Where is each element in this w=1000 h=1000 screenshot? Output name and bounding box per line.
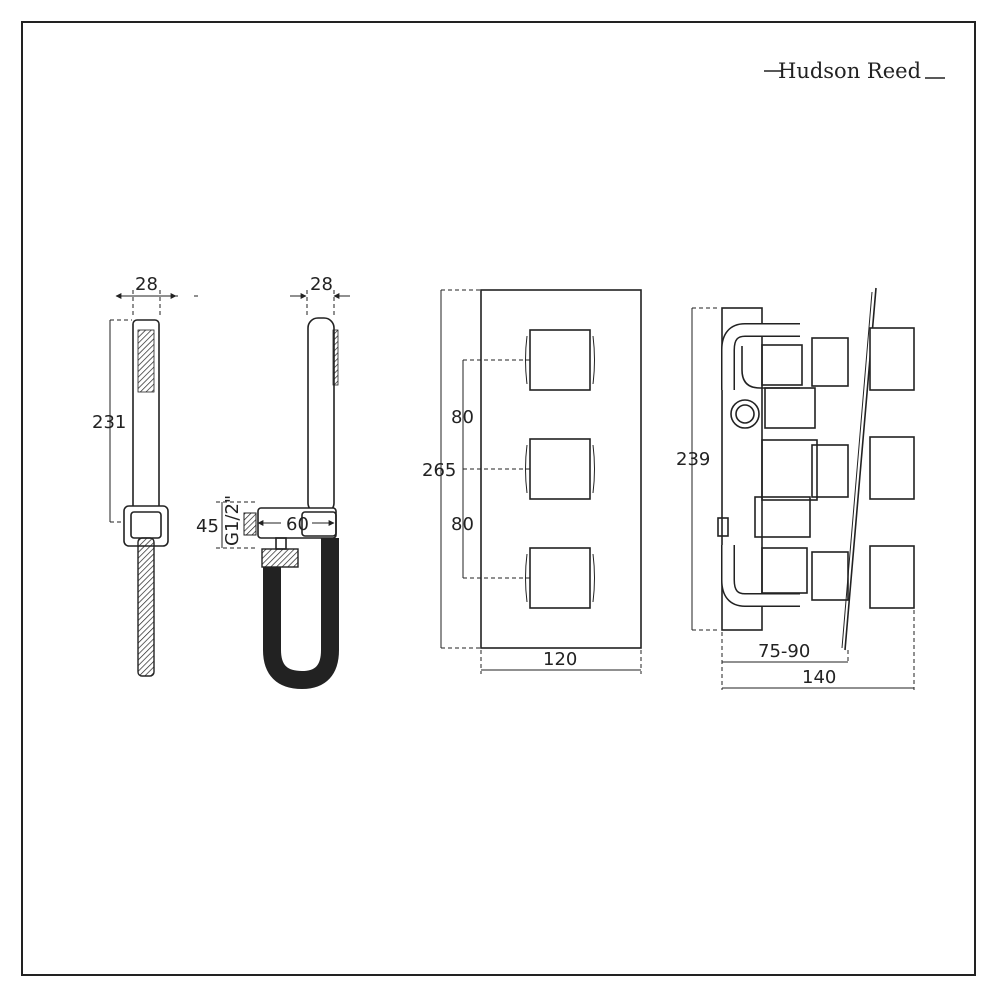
handset-width-label: 28 bbox=[135, 274, 158, 295]
control-knob-bottom bbox=[525, 547, 595, 609]
valve-spacing-bottom-label: 80 bbox=[451, 514, 474, 535]
outlet-length-label: 60 bbox=[286, 514, 309, 535]
valve-side-view: 239 75-90 140 bbox=[676, 287, 915, 690]
valve-front-view: 265 80 80 120 bbox=[422, 289, 642, 674]
handset-length-label: 231 bbox=[92, 412, 126, 433]
brand-logo: Hudson Reed bbox=[764, 59, 945, 83]
control-knob-middle bbox=[525, 438, 595, 500]
brand-name: Hudson Reed bbox=[778, 59, 921, 83]
drawing-frame bbox=[21, 21, 976, 976]
outlet-height-label: 45 bbox=[196, 516, 219, 537]
plate-width-label: 120 bbox=[543, 649, 577, 670]
valve-spacing-top-label: 80 bbox=[451, 407, 474, 428]
body-height-label: 239 bbox=[676, 449, 710, 470]
plate-height-label: 265 bbox=[422, 460, 456, 481]
total-depth-label: 140 bbox=[802, 667, 836, 688]
handset-front-view: 28 231 bbox=[92, 274, 198, 677]
control-knob-top bbox=[525, 329, 595, 391]
handset-side-view: 28 45 G1/2" 60 bbox=[196, 274, 350, 690]
depth-range-label: 75-90 bbox=[758, 641, 810, 662]
handset-side-width-label: 28 bbox=[310, 274, 333, 295]
outlet-thread-label: G1/2" bbox=[222, 495, 243, 546]
